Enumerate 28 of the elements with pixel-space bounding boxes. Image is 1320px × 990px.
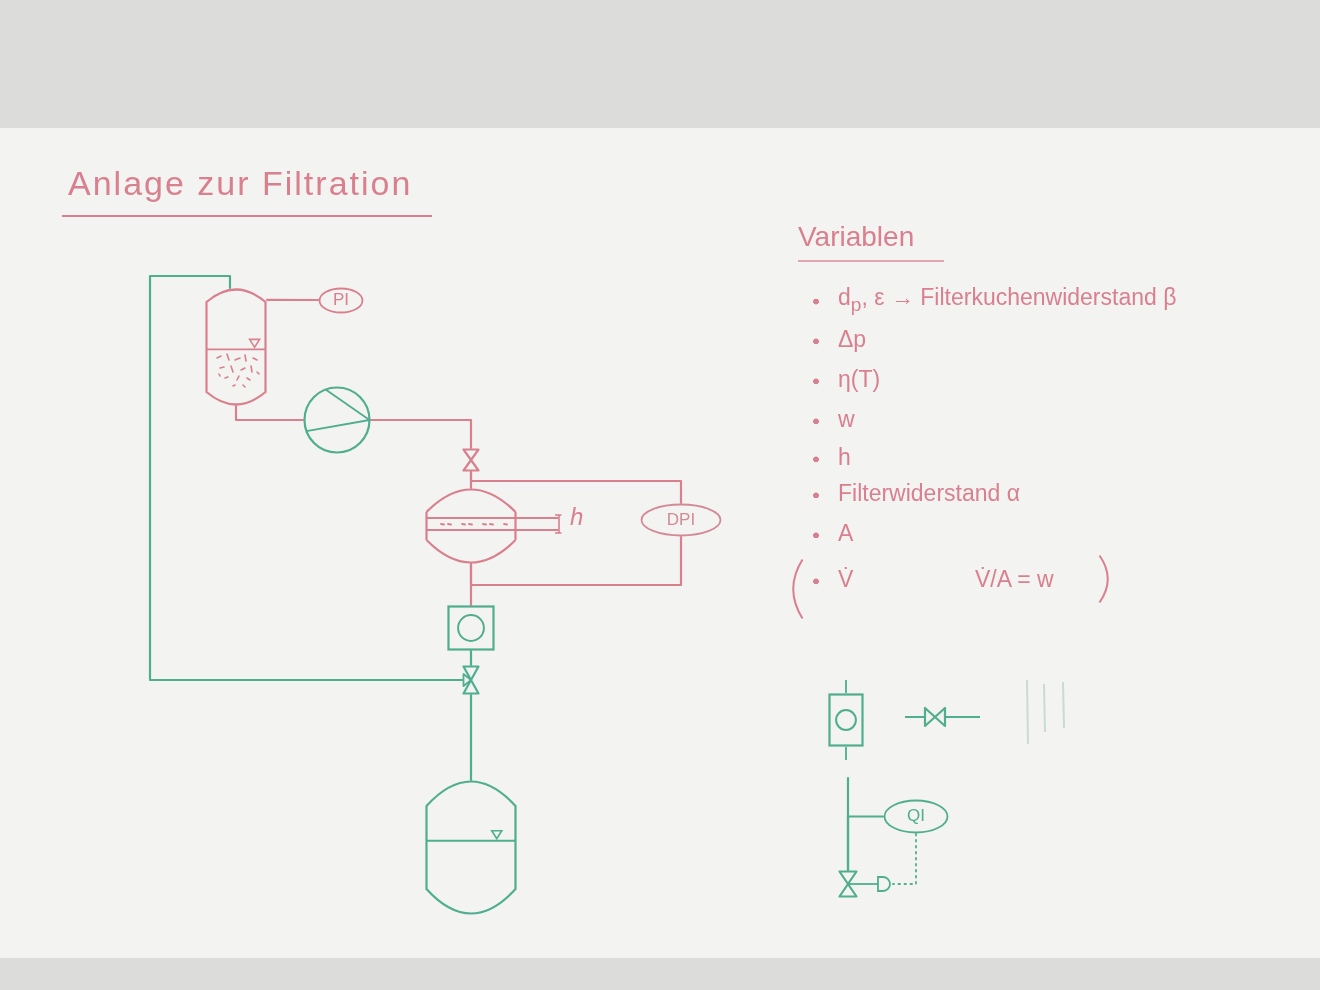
control-valve-symbol — [838, 870, 893, 898]
pipe-line — [148, 274, 464, 682]
pipe-line — [265, 298, 320, 302]
pipe-line — [469, 693, 473, 782]
pipe-line — [469, 562, 473, 607]
diagram-title: Anlage zur Filtration — [62, 164, 433, 217]
three-way-valve-symbol — [462, 665, 480, 695]
flowmeter-symbol — [828, 680, 864, 760]
dimension-label: h — [570, 503, 584, 532]
pipe-line — [846, 815, 885, 872]
flowmeter-symbol — [447, 605, 495, 651]
instrument-bubble: DPI — [640, 503, 722, 537]
section-heading: Variablen — [798, 220, 945, 262]
dotted-signal-line — [892, 833, 917, 885]
tank-symbol — [425, 780, 517, 915]
instrument-bubble: QI — [883, 799, 949, 834]
pipe-line — [234, 404, 305, 422]
pipe-line — [369, 418, 473, 450]
valve-symbol — [905, 706, 980, 728]
pipe-line — [469, 535, 683, 587]
instrument-bubble: PI — [318, 286, 364, 314]
filter-symbol — [425, 488, 563, 564]
pipe-line — [469, 470, 683, 505]
tank-symbol — [205, 288, 267, 406]
pipe-line — [469, 649, 473, 667]
formula-text: V̇/A = w — [975, 566, 1054, 594]
valve-symbol — [462, 448, 480, 472]
pump-symbol — [303, 386, 371, 454]
